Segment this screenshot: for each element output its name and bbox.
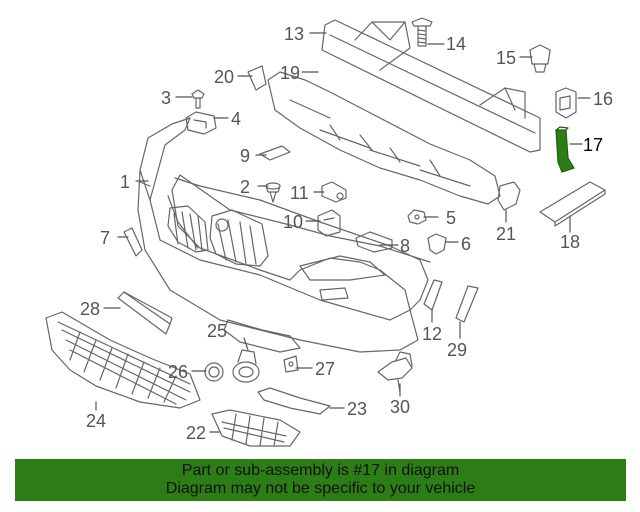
part-15-clip — [529, 44, 551, 73]
callout-2[interactable]: 2 — [240, 177, 251, 197]
highlight-info-banner: Part or sub-assembly is #17 in diagram D… — [15, 459, 626, 501]
part-29-trim — [455, 285, 479, 323]
callout-10[interactable]: 10 — [283, 212, 304, 232]
callout-4[interactable]: 4 — [231, 109, 242, 129]
part-21-bracket — [497, 181, 521, 211]
callout-15[interactable]: 15 — [496, 48, 517, 68]
callout-28[interactable]: 28 — [80, 299, 101, 319]
callout-11[interactable]: 11 — [290, 183, 309, 203]
callout-9[interactable]: 9 — [240, 146, 251, 166]
part-5-clip — [407, 209, 427, 225]
part-12-trim — [423, 279, 443, 311]
bumper-exploded-diagram — [45, 17, 606, 447]
part-27-bracket — [283, 355, 299, 373]
leader-lines — [95, 32, 591, 433]
callout-24[interactable]: 24 — [86, 411, 107, 431]
callout-1[interactable]: 1 — [120, 172, 131, 192]
part-3-pin — [191, 89, 205, 109]
callout-26[interactable]: 26 — [168, 362, 189, 382]
part-4-bracket — [185, 111, 217, 135]
part-13-reinforcement-bar — [321, 19, 541, 153]
callout-18[interactable]: 18 — [560, 232, 581, 252]
callout-12[interactable]: 12 — [422, 324, 443, 344]
part-17-fill — [555, 129, 575, 173]
part-11-bracket — [321, 181, 347, 203]
part-30-sensor — [377, 351, 413, 393]
part-9-bracket — [259, 145, 291, 161]
callout-21[interactable]: 21 — [496, 224, 517, 244]
callout-5[interactable]: 5 — [446, 208, 457, 228]
part-26-sensor-ring — [204, 362, 224, 382]
part-18-trim — [539, 181, 606, 227]
part-1-bumper-cover — [137, 117, 431, 353]
part-7-trim — [123, 227, 143, 257]
part-23-grille-frame — [257, 387, 331, 415]
callout-14[interactable]: 14 — [446, 34, 467, 54]
callout-22[interactable]: 22 — [186, 423, 207, 443]
callout-29[interactable]: 29 — [447, 340, 468, 360]
part-17-bracket-highlighted — [555, 126, 575, 173]
part-28-plate — [117, 291, 173, 335]
part-10-bracket — [317, 209, 341, 237]
callout-30[interactable]: 30 — [390, 397, 411, 417]
part-19-absorber — [267, 71, 501, 205]
callout-7[interactable]: 7 — [100, 228, 111, 248]
callout-3[interactable]: 3 — [161, 88, 172, 108]
part-24-lower-grille — [45, 311, 201, 409]
callout-6[interactable]: 6 — [461, 234, 472, 254]
callout-8[interactable]: 8 — [400, 236, 411, 256]
callout-19[interactable]: 19 — [280, 63, 301, 83]
part-14-bolt — [411, 17, 433, 47]
callout-20[interactable]: 20 — [214, 67, 235, 87]
part-6-clip — [427, 233, 447, 255]
part-22-grille — [211, 409, 301, 447]
callout-25[interactable]: 25 — [207, 321, 228, 341]
callout-16[interactable]: 16 — [593, 89, 614, 109]
part-16-mount — [555, 87, 577, 119]
part-25-sensor — [232, 349, 260, 383]
part-20-bracket — [247, 65, 267, 91]
callout-23[interactable]: 23 — [347, 399, 368, 419]
part-8-bracket — [355, 231, 393, 253]
banner-line-part-info: Part or sub-assembly is #17 in diagram — [181, 462, 460, 479]
callout-27[interactable]: 27 — [315, 359, 336, 379]
callout-13[interactable]: 13 — [284, 24, 305, 44]
banner-line-disclaimer: Diagram may not be specific to your vehi… — [165, 480, 476, 497]
callout-17-highlighted[interactable]: 17 — [583, 135, 604, 155]
